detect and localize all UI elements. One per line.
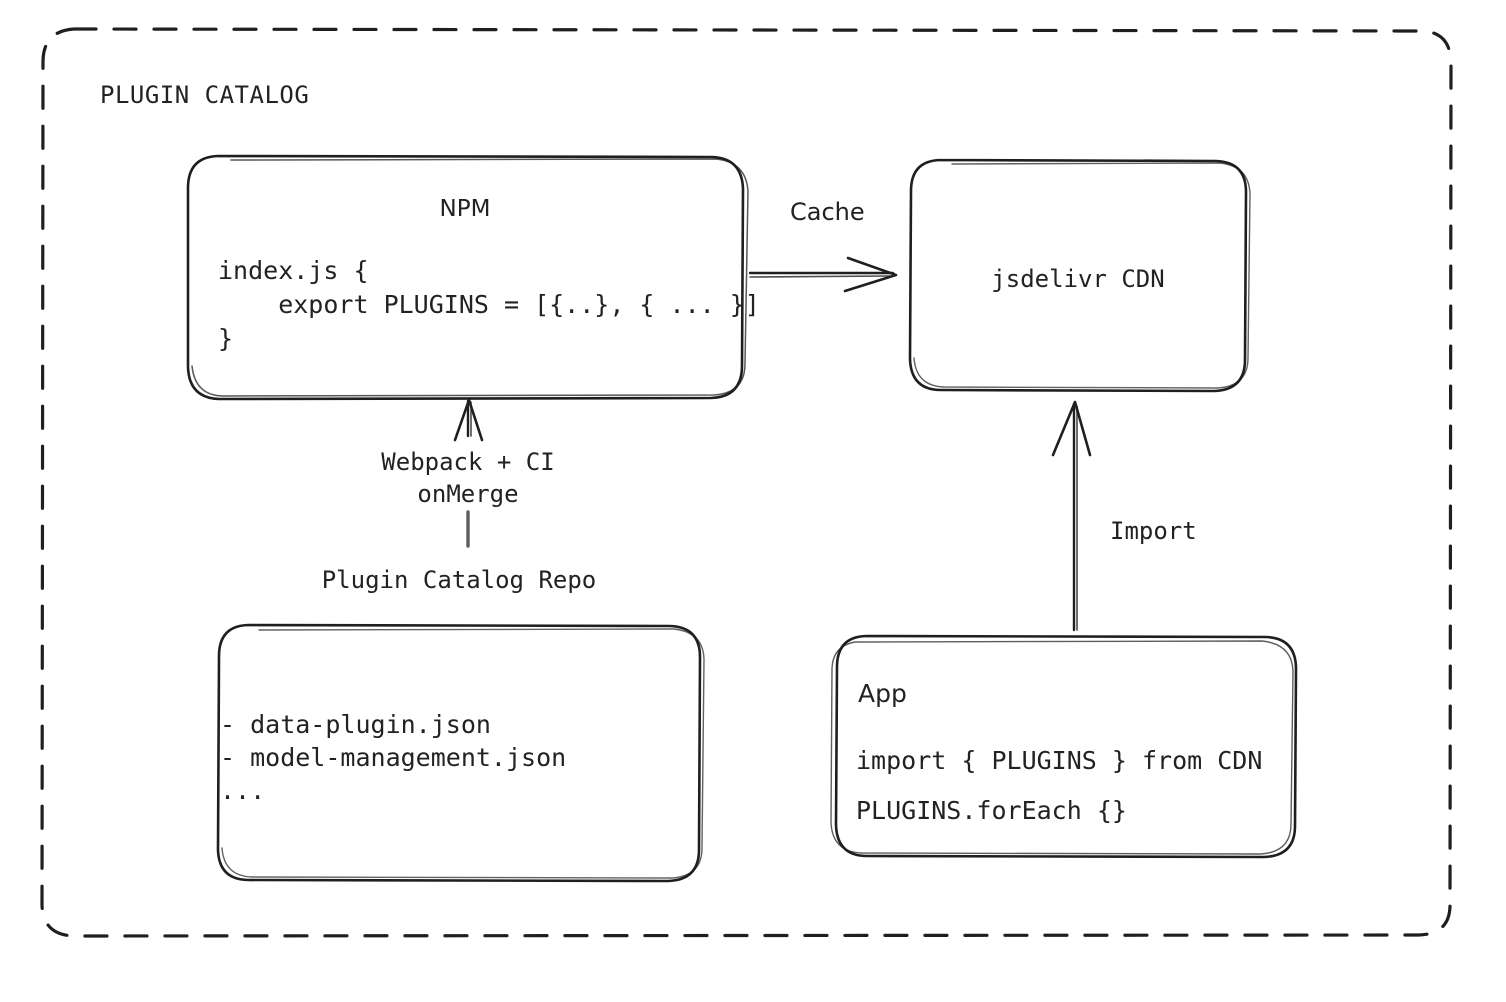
repo-file-item-3: ... (220, 776, 266, 805)
cdn-node-title: jsdelivr CDN (991, 265, 1165, 293)
repo-node-caption: Plugin Catalog Repo (321, 566, 597, 594)
npm-node-title: NPM (439, 196, 491, 222)
edge-label-cache: Cache (790, 198, 865, 226)
npm-code-line-3: } (218, 324, 234, 353)
app-code-block: import { PLUGINS } from CDN PLUGINS.forE… (856, 736, 1262, 836)
edge-app-to-cdn (1051, 400, 1092, 632)
repo-file-item-2: - model-management.json (220, 743, 567, 772)
app-code-line-1: import { PLUGINS } from CDN (856, 746, 1263, 775)
npm-code-line-2: export PLUGINS = [{..}, { ... }] (218, 290, 760, 319)
edge-npm-to-cdn (748, 256, 898, 293)
app-node-title: App (858, 679, 907, 708)
repo-file-item-1: - data-plugin.json (220, 710, 491, 739)
app-code-line-2: PLUGINS.forEach {} (856, 796, 1127, 825)
npm-code-line-1: index.js { (218, 256, 369, 285)
npm-code-block: index.js { export PLUGINS = [{..}, { ...… (218, 254, 760, 356)
edge-label-import: Import (1110, 517, 1197, 545)
repo-file-list: - data-plugin.json - model-management.js… (220, 708, 566, 807)
edge-label-line-1: Webpack + CI (381, 448, 555, 476)
edge-label-webpack-ci: Webpack + CI onMerge (310, 447, 626, 511)
container-title: PLUGIN CATALOG (100, 81, 310, 109)
edge-label-line-2: onMerge (417, 479, 519, 508)
